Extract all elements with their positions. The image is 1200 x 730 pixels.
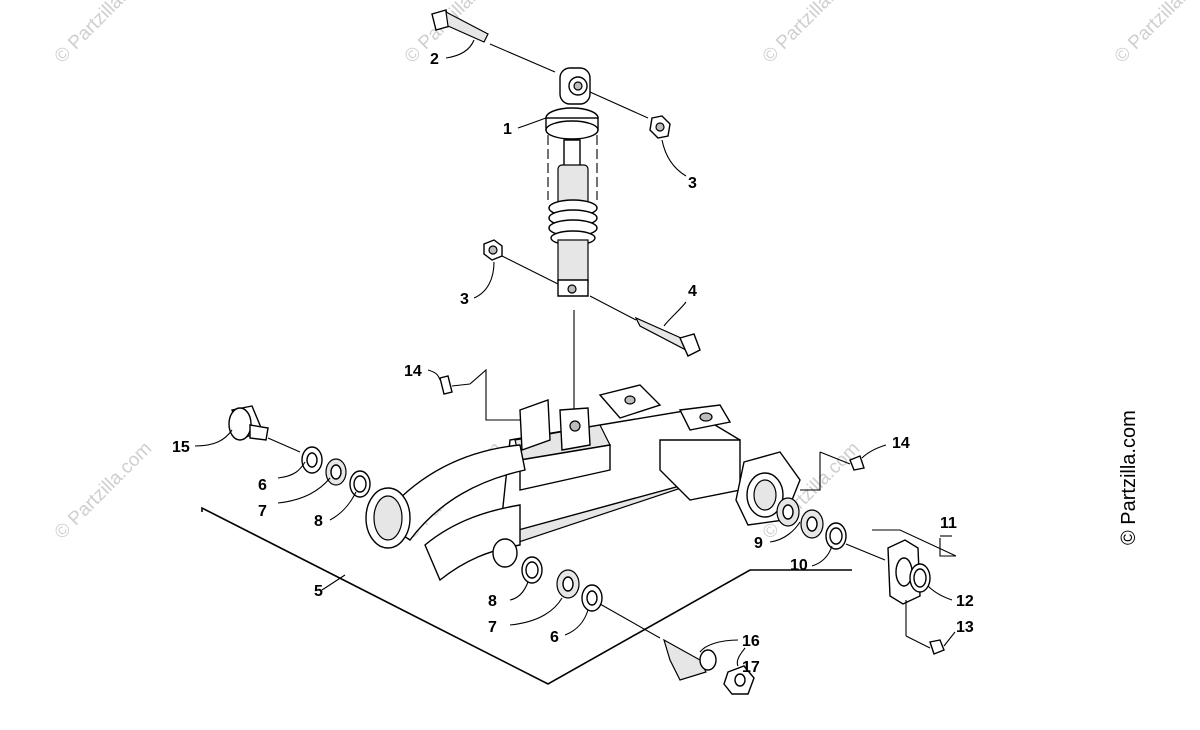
watermark: © Partzilla.com xyxy=(759,0,864,68)
callout-11: 11 xyxy=(940,515,957,532)
lower-bolt xyxy=(634,316,701,357)
callout-9: 9 xyxy=(754,535,763,552)
shock-absorber xyxy=(489,43,649,410)
watermark: © Partzilla.com xyxy=(1111,0,1200,68)
callout-7: 7 xyxy=(488,619,497,636)
watermark: © Partzilla.com xyxy=(401,0,506,68)
callout-3: 3 xyxy=(460,291,469,308)
upper-nut xyxy=(649,115,671,139)
callout-5: 5 xyxy=(314,583,323,600)
watermark: © Partzilla.com xyxy=(51,438,156,543)
callout-15: 15 xyxy=(172,439,190,456)
callout-16: 16 xyxy=(742,633,760,650)
bolt-14-left xyxy=(427,368,520,421)
callout-13: 13 xyxy=(956,619,974,636)
copyright-text: © Partzilla.com xyxy=(1118,410,1140,545)
callout-numbers: 1 2 3 3 4 5 6 7 8 8 7 6 9 10 11 12 13 14… xyxy=(172,39,974,676)
callout-8: 8 xyxy=(314,513,323,530)
lower-nut xyxy=(483,239,503,261)
callout-6: 6 xyxy=(258,477,267,494)
callout-4: 4 xyxy=(688,283,697,300)
callout-2: 2 xyxy=(430,51,439,68)
right-bearing-parts xyxy=(769,497,957,655)
swing-arm xyxy=(365,384,801,582)
callout-3: 3 xyxy=(688,175,697,192)
watermark: © Partzilla.com xyxy=(51,0,156,68)
callout-8: 8 xyxy=(488,593,497,610)
left-pivot-parts xyxy=(194,405,371,521)
callout-14: 14 xyxy=(404,363,422,380)
callout-10: 10 xyxy=(790,557,808,574)
upper-bolt xyxy=(431,9,489,43)
callout-17: 17 xyxy=(742,659,760,676)
callout-7: 7 xyxy=(258,503,267,520)
lower-center-parts xyxy=(509,556,755,695)
callout-12: 12 xyxy=(956,593,974,610)
callout-14: 14 xyxy=(892,435,910,452)
swing-arm-bracket xyxy=(201,506,852,685)
bolt-14-right xyxy=(800,444,887,491)
callout-1: 1 xyxy=(503,121,512,138)
callout-6: 6 xyxy=(550,629,559,646)
